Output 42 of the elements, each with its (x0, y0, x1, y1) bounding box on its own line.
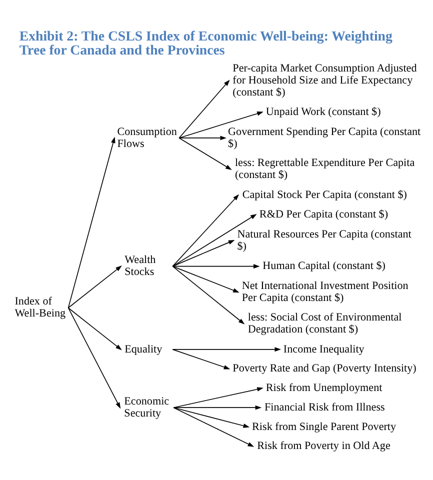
arrow (173, 407, 254, 447)
arrow (173, 405, 262, 410)
arrow (173, 407, 250, 428)
arrow (173, 387, 264, 408)
arrow (172, 194, 240, 267)
node-text: Financial Risk from Illness (264, 401, 385, 414)
arrow (68, 136, 116, 308)
node-text: Human Capital (constant $) (262, 260, 386, 272)
arrow (172, 347, 282, 352)
arrow (68, 266, 122, 308)
arrow (178, 112, 264, 138)
node-text: Per-capita Market Consumption Adjusted for Household Size and Life Expectancy (constant $) (232, 62, 417, 99)
node-text: Index of Well-Being (14, 296, 66, 320)
node-text: Capital Stock Per Capita (constant $) (242, 189, 407, 202)
node-text: Net International Investment Position Per Capita (constant $) (242, 280, 408, 304)
node-text: Risk from Unemployment (266, 382, 382, 394)
arrow (68, 307, 121, 409)
node-text: less: Regrettable Expenditure Per Capita (constant $) (234, 157, 415, 182)
node-text: Consumption Flows (117, 126, 177, 150)
node-text: Wealth Stocks (124, 254, 156, 278)
arrow (178, 80, 230, 138)
arrow (178, 136, 227, 140)
node-text: Unpaid Work (constant $) (266, 106, 381, 118)
node-text: Poverty Rate and Gap (Poverty Intensity) (232, 362, 416, 375)
node-text: R&D Per Capita (constant $) (259, 208, 388, 220)
diagram-title: Exhibit 2: The CSLS Index of Economic Well-being: Weighting Tree for Canada and the Provinces (19, 28, 392, 58)
node-text: Equality (124, 343, 162, 356)
arrow (172, 264, 260, 269)
node-text: Risk from Poverty in Old Age (257, 440, 390, 452)
arrow (172, 349, 230, 370)
node-text: Income Inequality (283, 343, 364, 356)
arrow (172, 266, 245, 324)
arrow (172, 266, 240, 293)
node-text: less: Social Cost of Environmental Degradation (constant $) (248, 311, 402, 336)
node-text: Government Spending Per Capita (constant $) (228, 126, 421, 150)
node-text: Natural Resources Per Capita (constant $) (237, 228, 412, 252)
arrow (68, 307, 122, 350)
node-text: Risk from Single Parent Poverty (252, 420, 396, 433)
node-text: Economic Security (124, 395, 170, 420)
arrow (172, 240, 235, 267)
arrow (178, 138, 232, 170)
arrow (172, 214, 257, 267)
